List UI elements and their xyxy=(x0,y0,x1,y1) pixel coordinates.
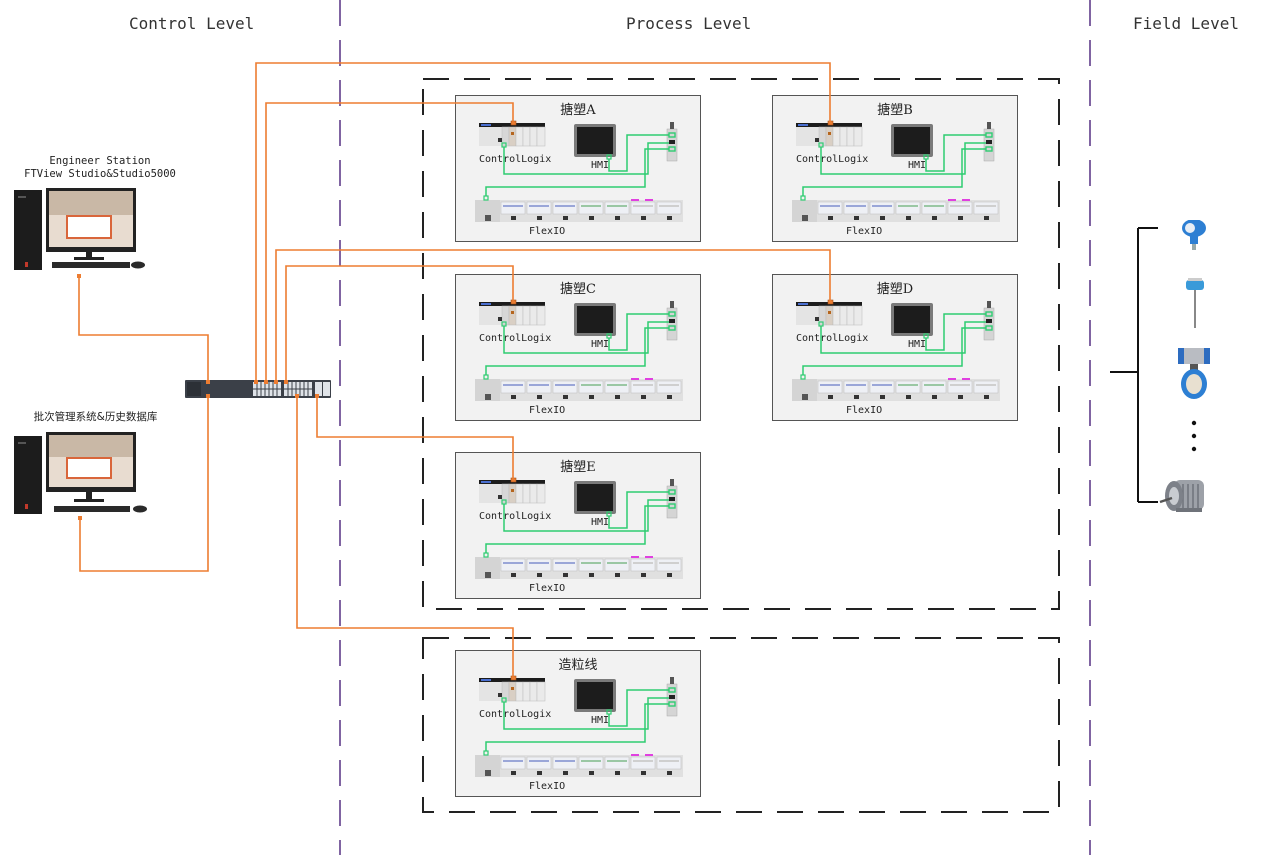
engineer-station-label: Engineer Station FTView Studio&Studio500… xyxy=(24,155,176,180)
butterfly-valve-icon xyxy=(1178,348,1210,399)
hmi-label: HMI xyxy=(908,339,926,350)
hmi-label: HMI xyxy=(908,160,926,171)
field-level-title: Field Level xyxy=(1133,14,1239,33)
unit-title: 搪塑E xyxy=(560,460,596,475)
control-level-title: Control Level xyxy=(129,14,255,33)
ethernet-adapter[interactable] xyxy=(666,122,678,162)
unit-title: 搪塑B xyxy=(877,103,913,118)
flexio-label: FlexIO xyxy=(529,226,565,237)
hmi-label: HMI xyxy=(591,715,609,726)
unit-A-devices: ControlLogix HMI FlexIO xyxy=(475,120,683,237)
batch-station[interactable] xyxy=(12,432,152,516)
batch-station-label: 批次管理系统&历史数据库 xyxy=(33,411,158,423)
hmi-label: HMI xyxy=(591,517,609,528)
hmi-panel[interactable] xyxy=(574,679,616,715)
pressure-transmitter-icon xyxy=(1182,220,1206,250)
ethernet-adapter[interactable] xyxy=(666,479,678,519)
plc-label: ControlLogix xyxy=(796,154,868,165)
controllogix-plc[interactable] xyxy=(479,120,546,148)
hmi-to-adapter-wire xyxy=(925,313,986,351)
hmi-panel[interactable] xyxy=(574,124,616,160)
plc-label: ControlLogix xyxy=(479,154,551,165)
unit-title: 造粒线 xyxy=(558,658,598,673)
unit-G-devices: ControlLogix HMI FlexIO xyxy=(475,675,683,792)
plc-label: ControlLogix xyxy=(479,333,551,344)
plc-to-adapter-wire xyxy=(503,697,669,730)
controllogix-plc[interactable] xyxy=(796,120,863,148)
flexio-rack[interactable] xyxy=(475,195,683,222)
flexio-label: FlexIO xyxy=(529,583,565,594)
ethernet-adapter[interactable] xyxy=(666,301,678,341)
io-to-adapter-wire xyxy=(485,703,669,751)
hmi-to-adapter-wire xyxy=(608,491,669,529)
temperature-sensor-icon xyxy=(1186,278,1204,328)
field-device-bus xyxy=(1110,220,1210,512)
flexio-rack[interactable] xyxy=(475,552,683,579)
hmi-label: HMI xyxy=(591,160,609,171)
motor-icon xyxy=(1159,480,1204,512)
flexio-label: FlexIO xyxy=(529,781,565,792)
ethernet-adapter[interactable] xyxy=(983,301,995,341)
hmi-to-adapter-wire xyxy=(925,134,986,172)
granulation-group-border xyxy=(422,637,1060,813)
flexio-rack[interactable] xyxy=(475,374,683,401)
controllogix-plc[interactable] xyxy=(479,675,546,703)
hmi-panel[interactable] xyxy=(574,303,616,339)
flexio-label: FlexIO xyxy=(846,226,882,237)
plc-label: ControlLogix xyxy=(796,333,868,344)
ethernet-adapter[interactable] xyxy=(983,122,995,162)
hmi-panel[interactable] xyxy=(891,124,933,160)
unit-title: 搪塑D xyxy=(876,282,914,297)
process-level-title: Process Level xyxy=(626,14,752,33)
hmi-to-adapter-wire xyxy=(608,134,669,172)
unit-C-devices: ControlLogix HMI FlexIO xyxy=(475,299,683,416)
hmi-panel[interactable] xyxy=(574,481,616,517)
hmi-to-adapter-wire xyxy=(608,689,669,727)
engineer-station[interactable] xyxy=(12,188,152,272)
flexio-rack[interactable] xyxy=(475,750,683,777)
flexio-rack[interactable] xyxy=(792,374,1000,401)
ethernet-switch[interactable] xyxy=(185,378,333,400)
hmi-panel[interactable] xyxy=(891,303,933,339)
ethernet-adapter[interactable] xyxy=(666,677,678,717)
computer-icon xyxy=(14,188,145,270)
hmi-to-adapter-wire xyxy=(608,313,669,351)
hmi-label: HMI xyxy=(591,339,609,350)
controllogix-plc[interactable] xyxy=(796,299,863,327)
flexio-label: FlexIO xyxy=(846,405,882,416)
flexio-label: FlexIO xyxy=(529,405,565,416)
controllogix-plc[interactable] xyxy=(479,477,546,505)
flexio-rack[interactable] xyxy=(792,195,1000,222)
unit-D-devices: ControlLogix HMI FlexIO xyxy=(792,299,1000,416)
unit-B-devices: ControlLogix HMI FlexIO xyxy=(792,120,1000,237)
ellipsis-icon xyxy=(1191,420,1197,452)
computer-icon xyxy=(14,432,147,514)
plc-label: ControlLogix xyxy=(479,709,551,720)
controllogix-plc[interactable] xyxy=(479,299,546,327)
unit-E-devices: ControlLogix HMI FlexIO xyxy=(475,477,683,594)
plc-label: ControlLogix xyxy=(479,511,551,522)
